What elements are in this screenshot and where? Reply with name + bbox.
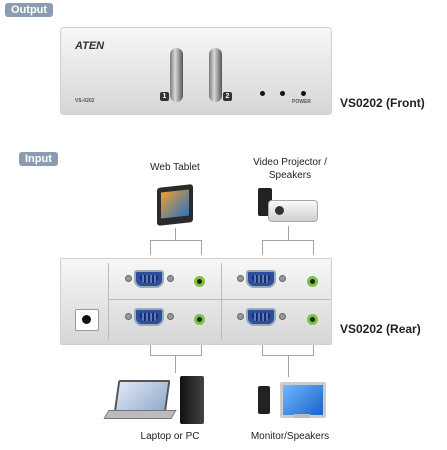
pc-tower-icon xyxy=(180,376,204,424)
tablet-connector-right xyxy=(201,240,202,255)
port2-number: 2 xyxy=(223,92,232,101)
screw xyxy=(125,313,132,320)
laptop-icon xyxy=(113,380,171,414)
audio-jack-out2[interactable] xyxy=(307,314,318,325)
web-tablet-caption: Web Tablet xyxy=(150,162,200,173)
monitor-connector-stem xyxy=(288,355,289,377)
projector-icon xyxy=(268,200,318,222)
projector-connector-line xyxy=(262,240,314,241)
projector-connector-left xyxy=(262,240,263,255)
screw xyxy=(279,275,286,282)
monitor-connector-right xyxy=(313,345,314,355)
power-led xyxy=(301,91,306,96)
tablet-connector-left xyxy=(150,240,151,255)
screw xyxy=(237,275,244,282)
model-small-text: VS-0202 xyxy=(75,98,95,104)
port1-number: 1 xyxy=(160,92,169,101)
tablet-connector-line xyxy=(150,240,202,241)
tablet-connector-stem xyxy=(175,228,176,240)
monitor-connector-left xyxy=(262,345,263,355)
screw xyxy=(125,275,132,282)
pc-connector-stem xyxy=(175,355,176,373)
screw xyxy=(167,275,174,282)
power-jack[interactable] xyxy=(75,309,99,331)
vga-port-out2[interactable] xyxy=(246,308,276,326)
projector-connector-stem xyxy=(288,226,289,240)
input-section-tag: Input xyxy=(19,152,58,166)
monitor-caption: Monitor/Speakers xyxy=(250,431,330,442)
screw xyxy=(279,313,286,320)
monitor-icon xyxy=(280,382,326,418)
pc-connector-line xyxy=(150,355,202,356)
rear-panel xyxy=(60,258,332,345)
vga-port-in2[interactable] xyxy=(134,308,164,326)
power-text: POWER xyxy=(292,99,311,105)
audio-jack-in1[interactable] xyxy=(194,276,205,287)
screw xyxy=(167,313,174,320)
speaker-icon xyxy=(258,386,270,414)
projector-caption: Video Projector / Speakers xyxy=(253,157,327,181)
vga-port-out1[interactable] xyxy=(246,270,276,288)
aten-logo: ATEN xyxy=(75,40,105,52)
output-section-tag: Output xyxy=(5,3,54,17)
front-model-label: VS0202 (Front) xyxy=(340,96,425,110)
pc-connector-left xyxy=(150,345,151,355)
projector-connector-right xyxy=(313,240,314,255)
screw xyxy=(237,313,244,320)
audio-jack-in2[interactable] xyxy=(194,314,205,325)
laptop-base-icon xyxy=(103,410,177,419)
pc-connector-right xyxy=(201,345,202,355)
web-tablet-icon xyxy=(157,184,193,226)
led-2 xyxy=(280,91,285,96)
vga-port-in1[interactable] xyxy=(134,270,164,288)
port1-button[interactable] xyxy=(170,48,183,102)
audio-jack-out1[interactable] xyxy=(307,276,318,287)
rear-model-label: VS0202 (Rear) xyxy=(340,322,421,336)
port2-button[interactable] xyxy=(209,48,222,102)
laptop-pc-caption: Laptop or PC xyxy=(140,431,200,442)
led-1 xyxy=(260,91,265,96)
monitor-stand-icon xyxy=(294,414,310,418)
front-panel: ATEN VS-0202 1 2 POWER xyxy=(60,27,332,115)
